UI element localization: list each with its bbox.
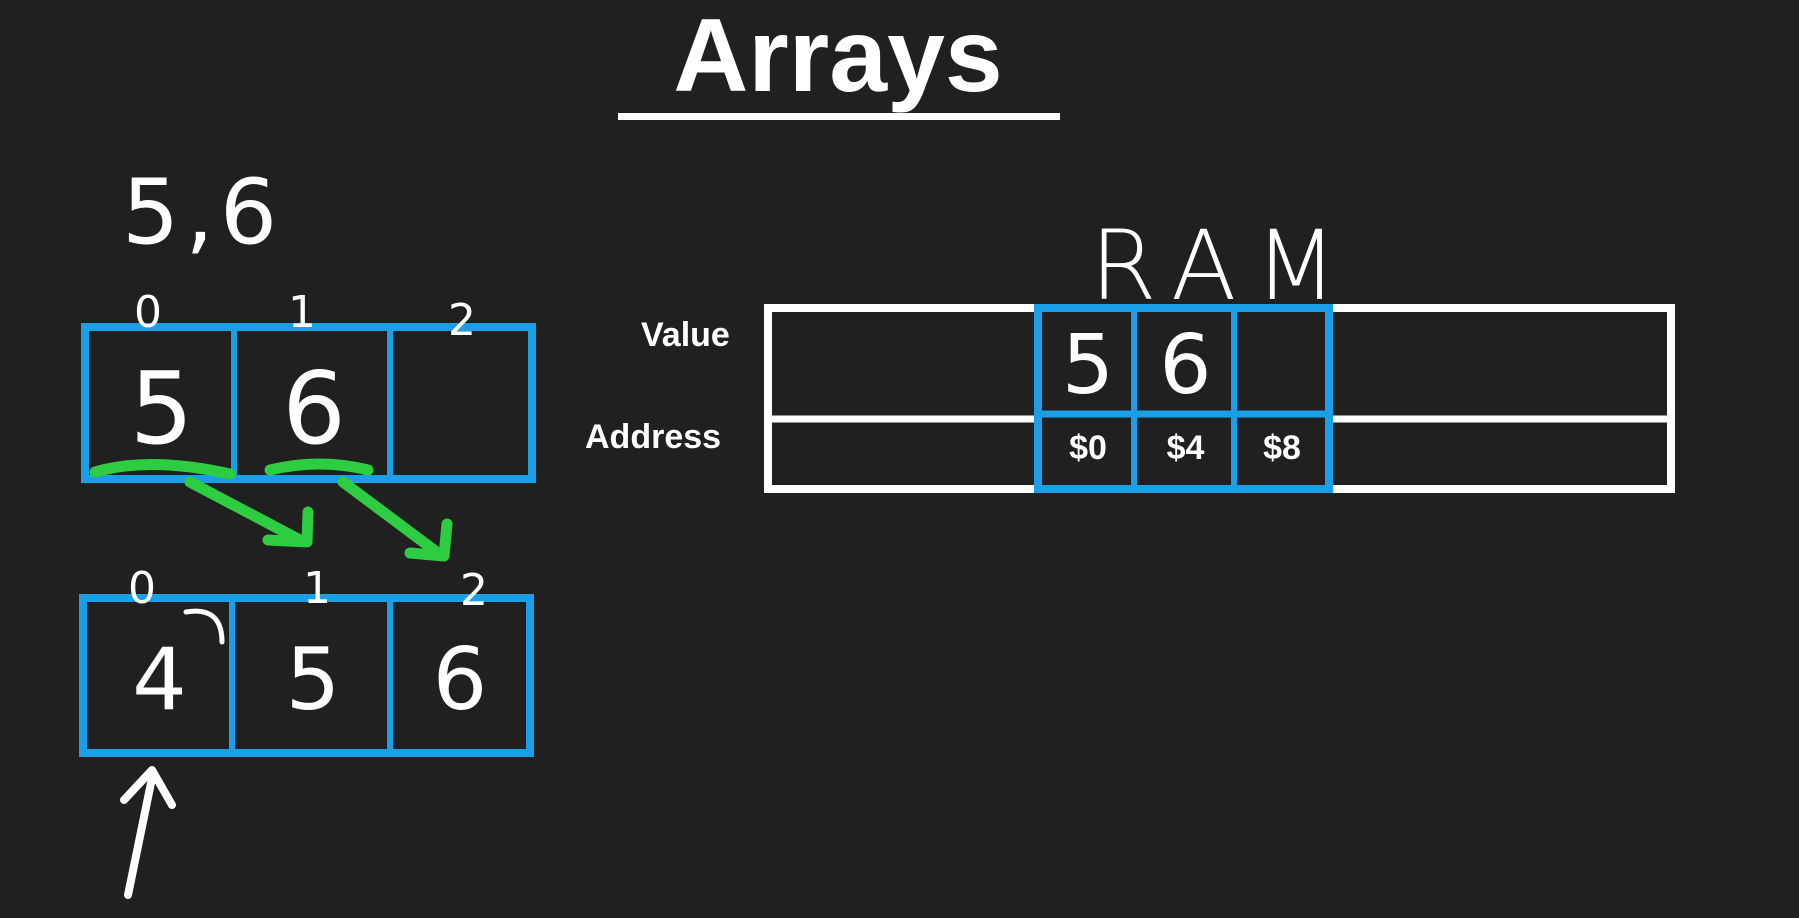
array-after-cell: 6 [432, 630, 488, 730]
array-after-index: 0 [128, 563, 156, 614]
ram-address-cell: $4 [1166, 429, 1205, 467]
ram-value-cell: 5 [1061, 318, 1115, 413]
array-before-index: 0 [134, 287, 162, 338]
array-before-box [81, 323, 536, 483]
tick-mark [183, 608, 225, 645]
array-before-index: 1 [288, 287, 316, 338]
ram-address-cell: $8 [1263, 429, 1301, 467]
ram-title: RAM [1090, 210, 1356, 322]
shift-right-arrow-icon [89, 458, 453, 562]
ram-address-cell: $0 [1069, 429, 1107, 467]
ram-address-label: Address [585, 418, 722, 456]
array-before-index: 2 [448, 295, 476, 346]
array-before-cell: 6 [282, 350, 346, 467]
array-before-cell: 5 [129, 350, 194, 467]
array-after-box [79, 594, 534, 757]
array-after-cell: 4 [132, 630, 187, 730]
title-underline [618, 113, 1060, 120]
ram-array-region [1034, 304, 1333, 493]
ram-value-cell: 6 [1159, 318, 1212, 413]
array-after-index: 2 [460, 565, 488, 616]
ram-value-label: Value [641, 316, 730, 354]
array-after-cell: 5 [285, 630, 341, 730]
pointer-up-arrow-icon [120, 766, 176, 899]
array-after-index: 1 [303, 563, 331, 614]
input-values: 5,6 [122, 160, 284, 265]
page-title: Arrays [673, 0, 1003, 114]
